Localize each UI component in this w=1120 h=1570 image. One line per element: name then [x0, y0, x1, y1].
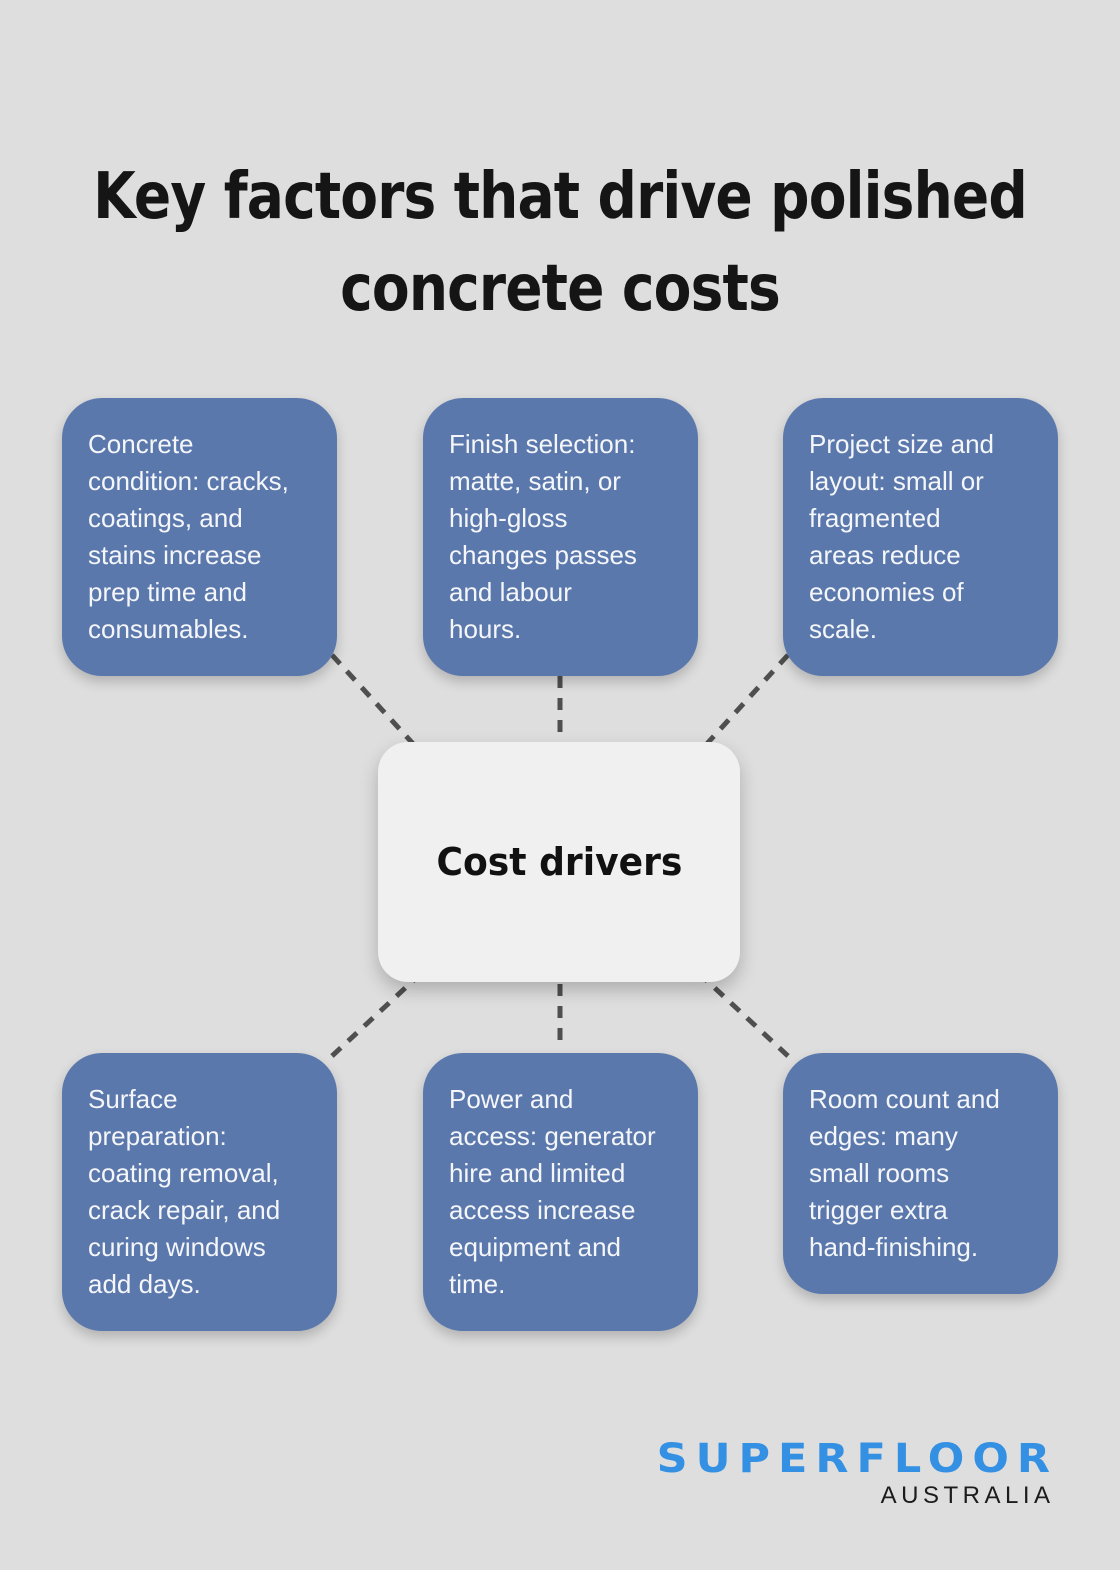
cost-drivers-label: Cost drivers: [436, 840, 682, 884]
brand-name: SUPERFLOOR: [656, 1435, 1058, 1483]
factor-card-project-size: Project size and layout: small or fragme…: [783, 398, 1058, 676]
brand-region: AUSTRALIA: [880, 1482, 1055, 1509]
connector-line-bottom-right: [702, 976, 790, 1058]
connector-line-top-left: [330, 653, 418, 749]
connector-line-bottom-left: [330, 976, 418, 1058]
connector-line-top-right: [702, 653, 790, 749]
factor-card-room-count: Room count and edges: many small rooms t…: [783, 1053, 1058, 1294]
page-title-line-1: Key factors that drive polished: [93, 159, 1028, 234]
cost-drivers-node: Cost drivers: [378, 742, 740, 982]
factor-card-surface-preparation: Surface preparation: coating removal, cr…: [62, 1053, 337, 1331]
factor-card-power-access: Power and access: generator hire and lim…: [423, 1053, 698, 1331]
factor-card-finish-selection: Finish selection: matte, satin, or high-…: [423, 398, 698, 676]
page-title-line-2: concrete costs: [340, 251, 781, 326]
factor-card-concrete-condition: Concrete condition: cracks, coatings, an…: [62, 398, 337, 676]
brand-logo: SUPERFLOOR AUSTRALIA: [657, 1436, 1050, 1510]
page-title: Key factors that drive polished concrete…: [0, 151, 1120, 335]
